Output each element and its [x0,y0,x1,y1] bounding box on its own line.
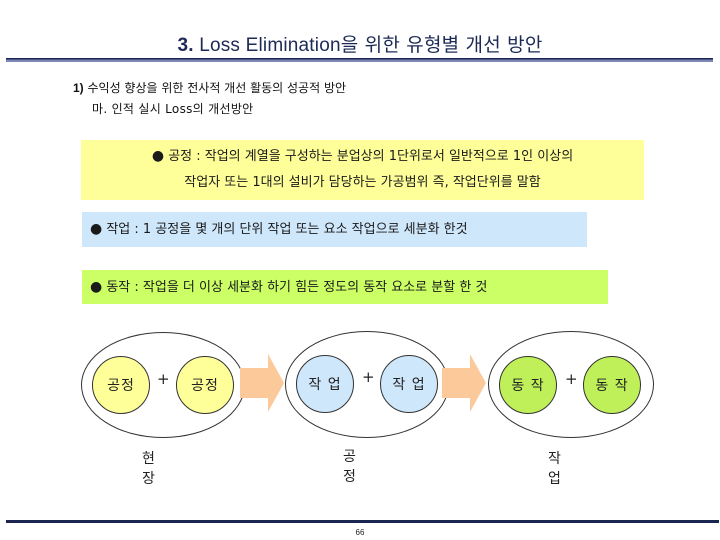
motion-circle: 동 작 [583,356,641,414]
title-underline [6,58,713,62]
definition-text: 공정 : 작업의 계열을 구성하는 분업상의 1단위로서 일반적으로 1인 이상… [164,149,574,164]
definition-box-process: ● 공정 : 작업의 계열을 구성하는 분업상의 1단위로서 일반적으로 1인 … [81,140,644,200]
process-circle: 공정 [176,356,234,414]
footer-rule [6,520,719,523]
definition-box-motion: ● 동작 : 작업을 더 이상 세분화 하기 힘든 정도의 동작 요소로 분할 … [82,270,608,304]
motion-circle: 동 작 [499,356,557,414]
group-label: 현 장 [142,451,161,487]
definition-line: ● 공정 : 작업의 계열을 구성하는 분업상의 1단위로서 일반적으로 1인 … [81,143,644,170]
group-label: 작 업 [548,451,567,487]
plus-sign: + [157,370,170,388]
section-heading: 1) 수익성 향상을 위한 전사적 개선 활동의 성공적 방안 [73,79,346,96]
definition-line: 작업자 또는 1대의 설비가 담당하는 가공범위 즉, 작업단위를 말함 [184,175,541,190]
title-korean: 을 위한 유형별 개선 방안 [340,34,543,56]
definition-box-task: ● 작업 : 1 공정을 몇 개의 단위 작업 또는 요소 작업으로 세분화 한… [82,212,587,247]
right-arrow-icon [442,354,486,412]
bullet-icon: ● [90,279,103,295]
page-title: 3. Loss Elimination을 위한 유형별 개선 방안 [0,30,720,57]
page-number: 66 [355,528,365,537]
group-label: 공 정 [343,449,362,485]
subsection-heading: 마. 인적 실시 Loss의 개선방안 [92,102,254,116]
right-arrow-icon [240,354,284,412]
definition-text: 작업 : 1 공정을 몇 개의 단위 작업 또는 요소 작업으로 세분화 한것 [102,222,468,237]
definition-text: 동작 : 작업을 더 이상 세분화 하기 힘든 정도의 동작 요소로 분할 한 … [102,280,488,295]
plus-sign: + [362,368,375,386]
bullet-icon: ● [90,221,103,237]
title-number: 3. [177,35,194,56]
task-circle: 작 업 [380,355,438,413]
hierarchy-diagram: 공정 + 공정 현 장 작 업 + 작 업 공 정 동 작 + 동 작 작 업 [0,320,720,487]
process-circle: 공정 [92,356,150,414]
section-heading-text: 수익성 향상을 위한 전사적 개선 활동의 성공적 방안 [83,81,347,95]
bullet-icon: ● [151,148,165,164]
section-number: 1) [73,81,84,95]
title-latin: Loss Elimination [193,35,341,56]
plus-sign: + [565,370,578,388]
task-circle: 작 업 [296,355,354,413]
